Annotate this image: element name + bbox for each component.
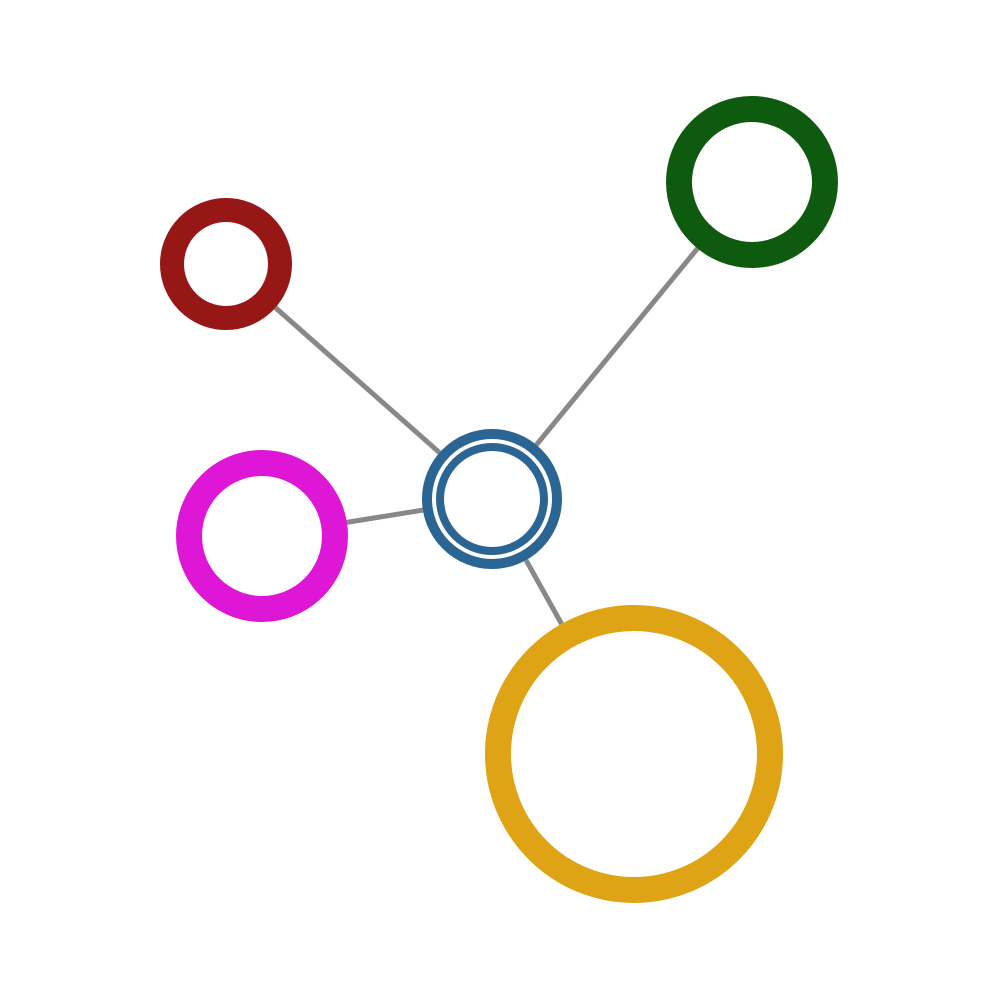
node-magenta-ring (176, 450, 348, 622)
node-gold-background (485, 605, 783, 903)
node-red-ring (160, 198, 292, 330)
node-hub-inner-ring (436, 443, 548, 555)
node-hub-outer-ring (422, 429, 562, 569)
node-red[interactable] (160, 198, 292, 330)
node-green[interactable] (666, 96, 838, 268)
node-gold-ring (485, 605, 783, 903)
nodes-layer (160, 96, 838, 903)
node-gold[interactable] (485, 605, 783, 903)
node-hub[interactable] (422, 429, 562, 569)
node-green-ring (666, 96, 838, 268)
node-magenta[interactable] (176, 450, 348, 622)
